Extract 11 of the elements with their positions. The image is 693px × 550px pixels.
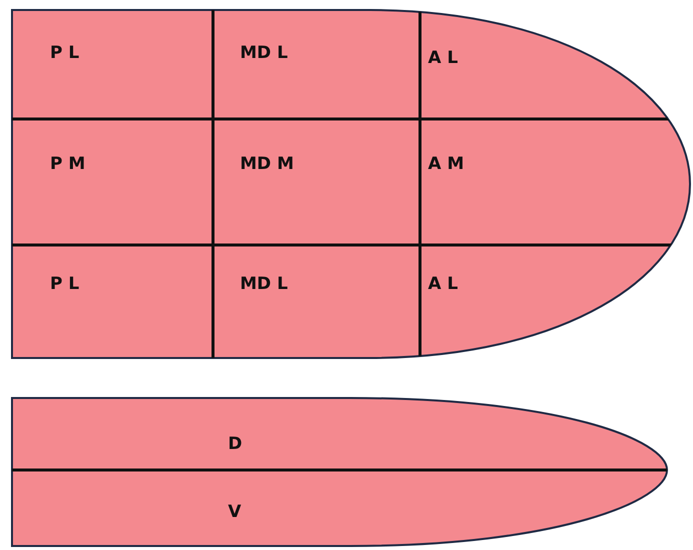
- region-label: D: [228, 434, 242, 454]
- region-label: P M: [50, 154, 86, 174]
- region-label: A L: [428, 48, 458, 68]
- region-label: A L: [428, 274, 458, 294]
- region-label: MD L: [240, 274, 288, 294]
- region-label: MD M: [240, 154, 294, 174]
- region-label: P L: [50, 43, 80, 63]
- region-label: P L: [50, 274, 80, 294]
- region-label: V: [228, 502, 242, 522]
- region-label: A M: [428, 154, 464, 174]
- region-label: MD L: [240, 43, 288, 63]
